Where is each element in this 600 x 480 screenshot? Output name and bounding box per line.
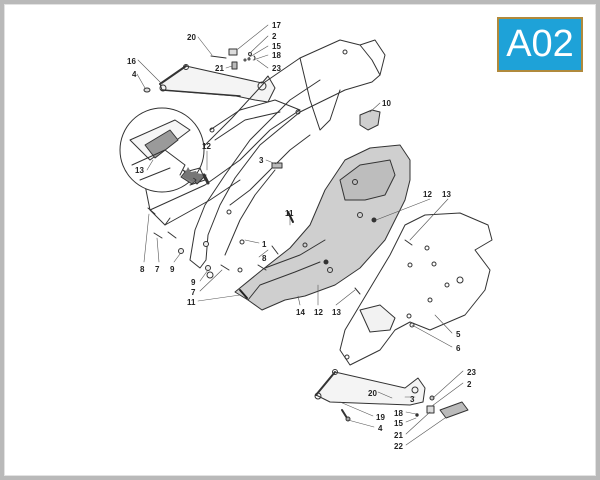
callout-label: 12 (423, 190, 432, 199)
callout-label: 10 (382, 99, 391, 108)
callout-label: 16 (127, 57, 136, 66)
callout-label: 12 (314, 308, 323, 317)
shield-outline-part-5 (339, 212, 493, 366)
callout-label: 7 (191, 288, 196, 297)
callout-label: 19 (376, 413, 385, 422)
callout-label: 22 (394, 442, 403, 451)
callout-label: 4 (378, 424, 383, 433)
passenger-footrest-bracket-top (143, 48, 276, 103)
diagram-code-badge: A02 (497, 17, 583, 72)
callout-label: 14 (296, 308, 305, 317)
callout-label: 20 (187, 33, 196, 42)
callout-label: 21 (215, 64, 224, 73)
callout-label: 18 (272, 51, 281, 60)
callout-label: 13 (332, 308, 341, 317)
callout-label: 20 (368, 389, 377, 398)
callout-label: 2 (467, 380, 472, 389)
bolts (147, 173, 413, 299)
callout-label: 1 (262, 240, 267, 249)
callout-label: 11 (285, 209, 294, 218)
callout-label: 7 (155, 265, 160, 274)
rear-undertray (234, 144, 411, 311)
callout-label: 18 (394, 409, 403, 418)
callout-label: 2 (272, 32, 277, 41)
callout-label: 12 (202, 142, 211, 151)
callout-label: 6 (456, 344, 461, 353)
callout-label: 15 (272, 42, 281, 51)
callout-label: 8 (262, 254, 267, 263)
callout-label: 9 (191, 278, 196, 287)
callout-label: 23 (467, 368, 476, 377)
leader-lines (136, 24, 464, 446)
callout-label: 13 (442, 190, 451, 199)
callout-label: 3 (259, 156, 264, 165)
callout-label: 17 (272, 21, 281, 30)
cover-part-10 (359, 109, 381, 131)
callout-label: 8 (140, 265, 145, 274)
callout-label: 5 (456, 330, 461, 339)
callout-label: 23 (272, 64, 281, 73)
callout-label: 4 (132, 70, 137, 79)
callout-label: 15 (394, 419, 403, 428)
callout-label: 11 (187, 298, 196, 307)
rear-subframe (144, 39, 386, 279)
callout-label: 9 (170, 265, 175, 274)
callout-label: 3 (410, 395, 415, 404)
callout-label: 13 (135, 166, 144, 175)
callout-label: 21 (394, 431, 403, 440)
passenger-footrest-bracket-bottom (314, 369, 469, 422)
direction-arrow (183, 167, 199, 183)
